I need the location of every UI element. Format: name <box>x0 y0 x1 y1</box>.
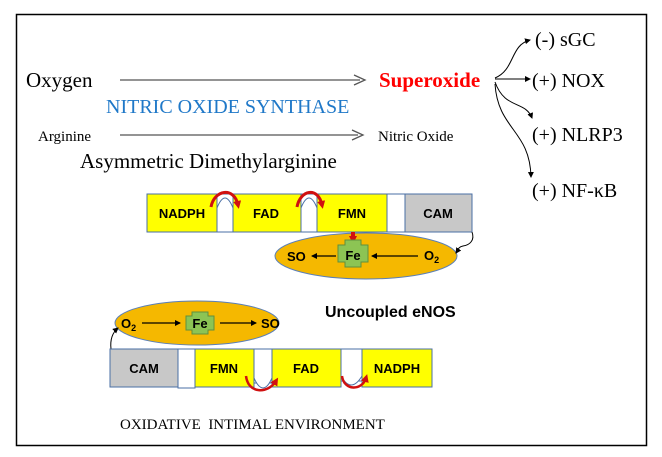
bottom-so-label: SO <box>261 316 280 331</box>
bottom-label-nadph: NADPH <box>374 361 420 376</box>
top-domain-cam <box>404 193 473 233</box>
bottom-linker-1 <box>177 348 196 389</box>
arginine-label: Arginine <box>38 129 91 145</box>
bottom-label-fad: FAD <box>293 361 319 376</box>
arrow-to-nfkb <box>494 83 534 178</box>
top-label-cam: CAM <box>423 206 453 221</box>
enzyme-name: NITRIC OXIDE SYNTHASE <box>106 96 349 118</box>
bottom-cam-to-heme-connector <box>110 327 119 350</box>
superoxide-label: Superoxide <box>379 68 480 92</box>
top-fe-label: Fe <box>345 248 360 263</box>
target-nfkb: (+) NF-κB <box>532 180 617 202</box>
target-nlrp3: (+) NLRP3 <box>532 124 623 146</box>
top-cam-to-heme-connector <box>455 231 474 254</box>
arrow-to-nlrp3 <box>494 81 533 119</box>
uncoupled-enos-title: Uncoupled eNOS <box>325 304 456 321</box>
bottom-o2-subscript: 2 <box>131 323 136 333</box>
bottom-o2-label: O2 <box>121 316 136 333</box>
bottom-domain-cam <box>109 348 179 388</box>
top-o2-label: O2 <box>424 248 439 265</box>
top-linker-2-arch <box>300 197 318 209</box>
bottom-linker-2-arch <box>253 377 273 389</box>
top-fe-cross <box>337 239 369 268</box>
bottom-electron-arrow-1 <box>244 375 279 392</box>
top-electron-arrow-2 <box>295 191 326 209</box>
oxygen-to-superoxide-arrowhead <box>353 74 367 86</box>
footer-caption: OXIDATIVE INTIMAL ENVIRONMENT <box>120 417 385 433</box>
top-o2-subscript: 2 <box>434 255 439 265</box>
bottom-label-cam: CAM <box>129 361 159 376</box>
bottom-enzyme: O2 Fe SO CAM FMN FAD NADPH <box>109 300 433 392</box>
figure-frame <box>15 13 648 447</box>
top-label-fad: FAD <box>253 206 279 221</box>
bottom-fe-label: Fe <box>192 316 207 331</box>
top-enzyme: NADPH FAD FMN CAM Fe SO O2 <box>146 191 474 280</box>
nitric-oxide-label: Nitric Oxide <box>378 129 454 145</box>
inhibitor-label: Asymmetric Dimethylarginine <box>80 149 337 173</box>
top-label-nadph: NADPH <box>159 206 205 221</box>
bottom-domain-fmn <box>194 348 255 388</box>
top-linker-3 <box>386 193 406 233</box>
bottom-fe-cross <box>185 311 215 335</box>
top-domain-nadph <box>146 193 218 233</box>
bottom-linker-2 <box>253 348 273 384</box>
oxygen-label: Oxygen <box>26 68 93 92</box>
bottom-domain-fad <box>271 348 342 388</box>
bottom-label-fmn: FMN <box>210 361 238 376</box>
arginine-to-no-arrowhead <box>351 129 365 141</box>
top-electron-arrow-1 <box>209 191 242 209</box>
bottom-electron-arrow-2 <box>340 374 369 389</box>
top-linker-1-arch <box>216 197 234 209</box>
top-o2-o: O <box>424 248 434 263</box>
top-label-fmn: FMN <box>338 206 366 221</box>
bottom-domain-nadph <box>361 348 433 388</box>
target-nox: (+) NOX <box>532 70 605 92</box>
target-arrows <box>494 38 534 178</box>
target-sgc: (-) sGC <box>535 29 596 51</box>
top-domain-fad <box>232 193 302 233</box>
top-so-label: SO <box>287 249 306 264</box>
bottom-o2-o: O <box>121 316 131 331</box>
arrow-to-sgc <box>494 38 531 79</box>
